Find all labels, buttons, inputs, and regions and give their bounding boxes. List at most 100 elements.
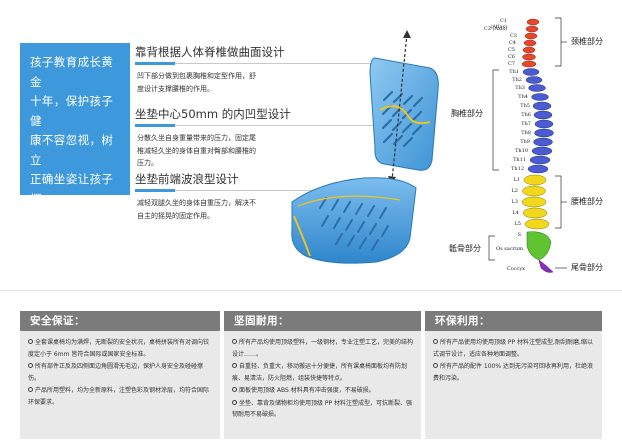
region-brackets	[488, 17, 567, 269]
panel-safety: 安全保证： 全套课桌椅均为满焊，无断裂的安全状况，桌椅拼装所有对调向铰度定小于 …	[20, 311, 220, 439]
feature-desc-line: 度设计支撑腰椎的作用。	[137, 84, 214, 93]
vertebra-label: C3	[509, 33, 517, 39]
spine-axis-line	[391, 33, 408, 181]
panel-body: 所有产品使用均使用顶级 PP 材料注塑成型,耐刮耐磨,缩以式调节设计，适应各种地…	[425, 331, 602, 384]
feature-divider	[135, 62, 375, 65]
coccyx-shape	[538, 259, 554, 273]
bullet-icon	[28, 363, 33, 368]
panel-item: 坐垫、靠背及储物柜均使用顶级 PP 材料注塑成型，可抗断裂、强韧耐用不易破损。	[232, 398, 415, 421]
region-label-thoracic: 胸椎部分	[451, 109, 483, 118]
panel-item-text: 自重轻、负重大，移动搬运十分便捷，所有课桌椅面板均有防划痕、易清洁，防火阻燃，组…	[232, 363, 408, 382]
bullet-icon	[433, 339, 438, 344]
vertebra-label: Th6	[521, 112, 531, 118]
vertebra-label: L4	[512, 210, 519, 216]
vertebra-label: Th9	[520, 139, 530, 145]
vertebra-label: Th10	[515, 148, 528, 154]
bullet-icon	[28, 339, 33, 344]
vertebra-label: C4	[508, 40, 516, 46]
feature-seat-front: 坐垫前端波浪型设计 减轻双腿久坐的身体自重压力，解决不 自主的摇晃的固定作用。	[135, 171, 375, 222]
seat-slots	[319, 197, 389, 251]
chair-illustration	[291, 30, 439, 264]
panel-item: 所有部件正反及四侧面边角圆滑无毛边，保护人身安全及碰碰擦伤。	[28, 361, 214, 384]
panel-body: 所有产品均使用顶级塑料，一级钢材，专业注塑工艺，完美的结构设计……。 自重轻、负…	[224, 331, 421, 421]
seat-shape	[291, 177, 417, 264]
region-label-sacral: 骶骨部分	[449, 244, 481, 253]
vertebra-label: Coccyx	[506, 266, 525, 272]
panel-body: 全套课桌椅均为满焊，无断裂的安全状况，桌椅拼装所有对调向铰度定小于 6mm 皆符…	[20, 331, 220, 408]
bullet-icon	[232, 387, 237, 392]
panel-item-text: 坐垫、靠背及储物柜均使用顶级 PP 材料注塑成型，可抗断裂、强韧耐用不易破损。	[232, 399, 413, 419]
feature-title: 坐垫中心50mm 的内凹型设计	[135, 107, 291, 121]
lumbar-vertebrae	[521, 174, 550, 230]
region-label-coccyx: 尾骨部分	[571, 263, 603, 272]
feature-divider	[135, 124, 375, 127]
panel-item-text: 所有产品的配件 100% 达到无污染可回收再利用，杜绝浪费和污染。	[433, 363, 593, 382]
vertebra-label: L2	[511, 188, 518, 194]
seat-wave-line	[297, 195, 401, 207]
vertebra-label: Th7	[521, 121, 531, 127]
panel-item: 自重轻、负重大，移动搬运十分便捷，所有课桌椅面板均有防划痕、易清洁，防火阻燃，组…	[232, 361, 415, 384]
feature-desc: 减轻双腿久坐的身体自重压力，解决不 自主的摇晃的固定作用。	[135, 197, 375, 222]
intro-line: 十年，保护孩子健	[30, 94, 114, 128]
intro-line: 脱近视、驼背、脊	[30, 211, 114, 245]
feature-desc-line: 分散久坐自身重量带来的压力，固定尾	[137, 134, 256, 142]
panel-item: 所有产品的配件 100% 达到无污染可回收再利用，杜绝浪费和污染。	[433, 361, 596, 384]
vertebra-label: C2 (Axis)	[483, 26, 507, 32]
panel-item-text: 所有产品均使用顶级塑料，一级钢材，专业注塑工艺，完美的结构设计……。	[232, 339, 414, 358]
vertebra-label: C1 (Atlas)	[490, 18, 507, 30]
panel-item: 全套课桌椅均为满焊，无断裂的安全状况，桌椅拼装所有对调向铰度定小于 6mm 皆符…	[28, 337, 214, 360]
region-label-cervical: 颈椎部分	[571, 37, 603, 46]
vertebra-label: C5	[507, 47, 515, 53]
panel-item-text: 所有部件正反及四侧面边角圆滑无毛边，保护人身安全及碰碰擦伤。	[28, 363, 204, 382]
feature-title: 坐垫前端波浪型设计	[135, 172, 239, 186]
section-divider	[0, 290, 622, 291]
vertebra-label: C6	[507, 54, 515, 60]
region-label-lumbar: 腰椎部分	[571, 197, 603, 206]
intro-line: 康不容忽视，树立	[30, 133, 114, 167]
panel-item: 面板使用顶级 ABS 材料具有冲击强度，不易破损。	[232, 385, 415, 397]
vertebra-label: C7	[507, 61, 515, 67]
bullet-icon	[28, 387, 33, 392]
cervical-vertebrae	[521, 18, 540, 68]
vertebra-label: Th2	[512, 77, 522, 83]
panel-item: 所有产品均使用顶级塑料，一级钢材，专业注塑工艺，完美的结构设计……。	[232, 337, 415, 360]
vertebra-label: Th8	[521, 130, 531, 136]
panel-item-text: 产品所用塑料，均为全新原料，注塑色彩及钢材涂层，均符合国际环保要求。	[28, 387, 210, 406]
feature-divider	[135, 189, 375, 192]
intro-line: 正确坐姿让孩子摆	[30, 172, 114, 206]
feature-desc-line: 压力。	[137, 159, 158, 167]
feature-desc-line: 自主的摇晃的固定作用。	[137, 211, 214, 220]
panel-title: 环保利用：	[425, 311, 602, 331]
backrest-curve-line	[379, 105, 431, 125]
vertebra-label: Th3	[515, 85, 525, 91]
intro-box: 孩子教育成长黄金 十年，保护孩子健 康不容忽视，树立 正确坐姿让孩子摆 脱近视、…	[20, 43, 130, 264]
bullet-icon	[433, 363, 438, 368]
panel-item: 产品所用塑料，均为全新原料，注塑色彩及钢材涂层，均符合国际环保要求。	[28, 385, 214, 408]
feature-desc-line: 减轻双腿久坐的身体自重压力，解决不	[137, 199, 256, 207]
panel-item: 所有产品使用均使用顶级 PP 材料注塑成型,耐刮耐磨,缩以式调节设计，适应各种地…	[433, 337, 596, 360]
feature-desc: 分散久坐自身重量带来的压力，固定尾 椎减轻久坐的身体自重对臀部和腰椎的 压力。	[135, 132, 375, 170]
vertebra-label: Th1	[509, 69, 519, 75]
feature-title: 靠背根据人体脊椎做曲面设计	[135, 45, 285, 59]
feature-desc-line: 凹下部分做到包裹胸椎和定型作用，舒	[137, 72, 256, 80]
vertebra-label: L3	[511, 199, 518, 205]
intro-line: 孩子教育成长黄金	[30, 55, 114, 89]
bullet-icon	[232, 399, 237, 405]
thoracic-vertebrae	[522, 68, 554, 174]
intro-line: 椎变形等问题。	[30, 250, 114, 264]
panel-title: 坚固耐用：	[224, 311, 421, 331]
vertebra-label: Th11	[513, 157, 526, 163]
vertebra-label: S	[517, 232, 521, 238]
backrest-shape	[369, 57, 439, 171]
panel-item-text: 面板使用顶级 ABS 材料具有冲击强度，不易破损。	[239, 387, 375, 394]
vertebra-label: Th4	[518, 94, 528, 100]
panel-durability: 坚固耐用： 所有产品均使用顶级塑料，一级钢材，专业注塑工艺，完美的结构设计……。…	[224, 311, 421, 439]
bullet-icon	[232, 339, 237, 344]
vertebra-label: Os sacrum	[496, 246, 523, 252]
bullet-icon	[232, 363, 237, 368]
vertebra-label: L5	[514, 221, 521, 227]
panel-title: 安全保证：	[20, 311, 220, 331]
feature-backrest: 靠背根据人体脊椎做曲面设计 凹下部分做到包裹胸椎和定型作用，舒 度设计支撑腰椎的…	[135, 44, 375, 95]
panel-item-text: 全套课桌椅均为满焊，无断裂的安全状况，桌椅拼装所有对调向铰度定小于 6mm 皆符…	[28, 339, 210, 358]
vertebra-label: L1	[513, 177, 520, 183]
